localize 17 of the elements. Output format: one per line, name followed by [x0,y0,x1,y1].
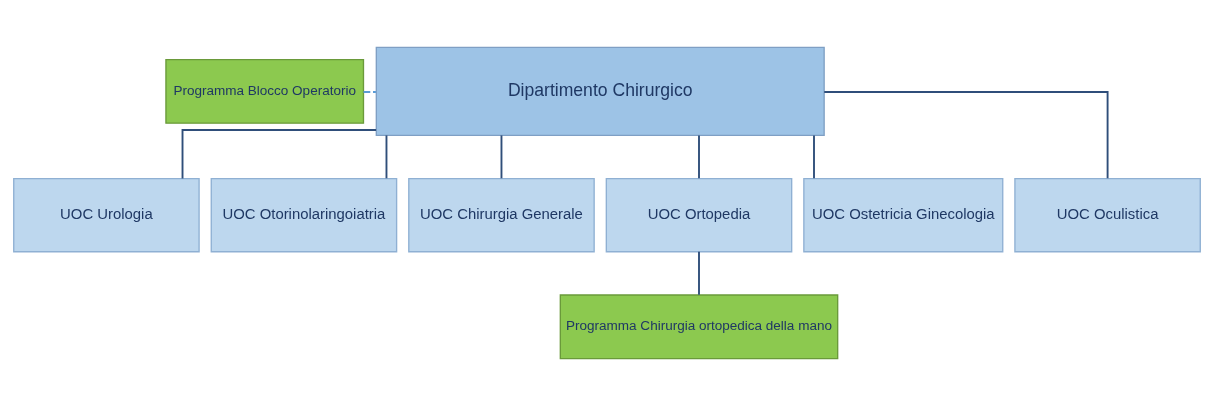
node-box: UOC Urologia [13,177,200,252]
node-box: UOC Otorinolaringoiatria [210,177,398,252]
connector [698,133,700,179]
node-box: Dipartimento Chirurgico [375,46,825,136]
node-box: Programma Chirurgia ortopedica della mano [559,293,839,359]
connector [813,133,815,179]
node-box: Programma Blocco Operatorio [165,58,365,124]
connector [385,133,388,179]
connector [698,250,700,296]
node-box: UOC Chirurgia Generale [408,177,595,252]
connector [500,133,503,179]
node-box: UOC Ortopedia [605,177,793,252]
connector [181,128,378,179]
connector [362,90,377,93]
node-box: UOC Oculistica [1014,177,1201,252]
connector [823,90,1109,179]
node-box: UOC Ostetricia Ginecologia [803,177,1004,252]
